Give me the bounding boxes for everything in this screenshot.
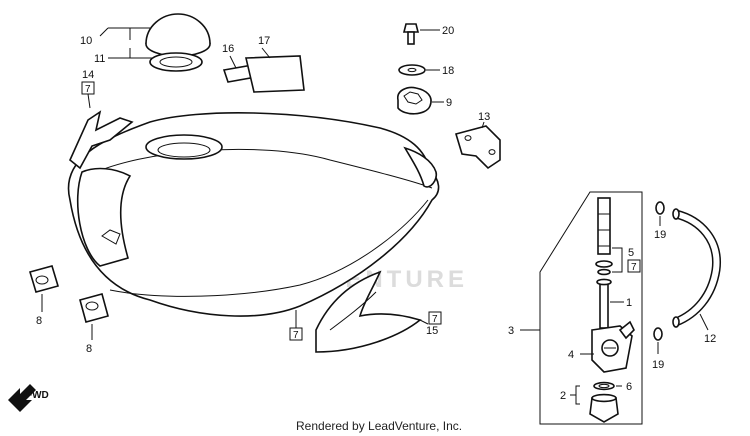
hose-clip-lower: 19 <box>652 327 664 371</box>
tank-label-7: 7 <box>289 310 303 341</box>
svg-text:11: 11 <box>94 53 105 65</box>
svg-text:19: 19 <box>654 229 666 241</box>
svg-text:7: 7 <box>85 84 91 95</box>
svg-text:7: 7 <box>432 314 438 325</box>
svg-text:7: 7 <box>631 262 637 273</box>
svg-text:17: 17 <box>258 35 270 47</box>
svg-text:10: 10 <box>80 35 92 47</box>
fuel-hose: 12 <box>672 208 721 345</box>
svg-text:2: 2 <box>560 390 566 402</box>
fwd-arrow: FWD <box>8 384 49 412</box>
washer: 18 <box>398 64 454 77</box>
filler-cap <box>145 13 211 72</box>
tank-bracket: 13 <box>454 111 501 170</box>
svg-text:FWD: FWD <box>26 390 49 401</box>
fuel-tank <box>67 112 440 317</box>
rubber-mount-lower: 8 <box>79 293 109 355</box>
fuel-cap-mount: 9 <box>397 86 452 115</box>
svg-text:14: 14 <box>82 69 94 81</box>
svg-text:8: 8 <box>36 315 42 327</box>
svg-text:16: 16 <box>222 43 234 55</box>
svg-text:7: 7 <box>293 330 299 341</box>
svg-text:12: 12 <box>704 333 716 345</box>
footer-credit: Rendered by LeadVenture, Inc. <box>296 419 462 433</box>
svg-text:13: 13 <box>478 111 490 123</box>
svg-text:3: 3 <box>508 325 514 337</box>
svg-text:8: 8 <box>86 343 92 355</box>
svg-text:5: 5 <box>628 247 634 259</box>
svg-text:4: 4 <box>568 349 574 361</box>
hose-clip-upper: 19 <box>654 201 666 241</box>
svg-text:1: 1 <box>626 297 632 309</box>
svg-text:9: 9 <box>446 97 452 109</box>
svg-text:6: 6 <box>626 381 632 393</box>
fuel-valve-assembly: 3 5 7 1 4 6 2 <box>508 191 643 425</box>
left-emblem: 14 7 <box>69 69 134 170</box>
svg-text:18: 18 <box>442 65 454 77</box>
svg-text:19: 19 <box>652 359 664 371</box>
bolt: 20 <box>402 23 454 45</box>
svg-text:20: 20 <box>442 25 454 37</box>
tank-stickers: 16 17 <box>222 35 305 93</box>
rubber-mount-upper: 8 <box>28 265 60 327</box>
right-emblem: 15 7 <box>315 270 442 353</box>
callout-10: 10 11 <box>80 27 152 65</box>
svg-text:15: 15 <box>426 325 438 337</box>
